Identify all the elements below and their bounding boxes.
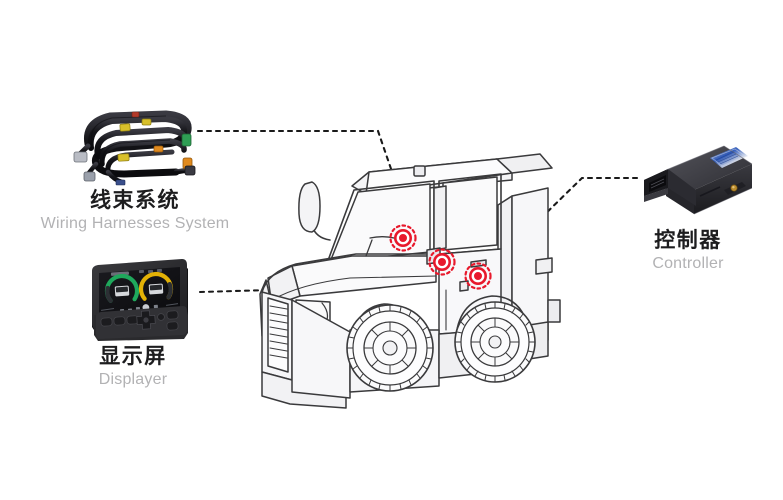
steering-column [365,239,373,257]
displayer-label-cn: 显示屏 [99,345,167,368]
step-plate [438,329,495,379]
front-grille-panel [267,297,289,373]
front-bumper [261,371,347,409]
headlight-lens [321,302,329,330]
hood-side [267,265,301,307]
grille-slats [269,305,288,359]
controller-label-cn: 控制器 [654,229,722,252]
cab-bracket [426,247,441,265]
cab-door-window [442,176,498,251]
side-panel-mid [349,329,440,393]
cab-door-handle [470,259,487,268]
dpad [136,310,156,330]
marker-controller-point [428,248,456,276]
roof-rear-overhang [496,153,553,174]
rear-wheel-arch [455,295,531,337]
hitch-bar [535,257,553,275]
vehicle-rear-panel [511,187,549,353]
hood-outline [261,253,437,293]
hood-front-slope [259,279,273,341]
cab-roof-top [365,158,513,195]
hood-crease [271,275,437,301]
rear-skirt [497,321,549,365]
windshield [329,183,431,263]
headlight [295,299,331,331]
tow-hitch [547,299,561,323]
marker-display-point [464,262,492,290]
gauge-right [138,271,174,301]
chassis-side [291,299,351,399]
gauge-left [104,273,140,303]
cab-door-body [438,248,502,335]
front-wheel-arch [351,303,421,347]
vehicle-rear-body [497,195,513,361]
front-wheel [346,304,434,392]
controller-label: 控制器 Controller [608,230,768,272]
roof-beacon [413,165,426,177]
displayer-photo [84,253,198,341]
harness-connectors [73,111,196,186]
exhaust-stack [433,185,447,251]
display-buttons [100,310,179,331]
displayer-label: 显示屏 Displayer [53,346,213,388]
controller-label-en: Controller [652,255,724,272]
wiring-harness-label: 线束系统 Wiring Harnesses System [35,190,235,232]
windshield-frame [325,180,435,267]
rear-wheel [454,301,536,383]
side-mirror-glass [298,181,321,233]
marker-harness-point [389,224,417,252]
ecu-connector-slot [649,175,666,192]
ecu-front-face [694,164,752,214]
front-face [261,291,293,381]
bumper-lines [299,363,339,377]
connector-displayer [198,288,273,294]
side-mirror-arm [311,205,331,241]
controller-photo [628,140,760,230]
fuel-cap [459,280,469,292]
cab-roof [351,158,513,195]
hood-top [291,255,437,297]
cab-door-frame [438,173,502,255]
wiring-harness-label-en: Wiring Harnesses System [40,215,230,232]
displayer-label-en: Displayer [98,371,168,388]
ecu-label-sticker [710,147,748,168]
steering-wheel [369,236,405,243]
wiring-harness-label-cn: 线束系统 [90,189,180,212]
wiring-harness-photo [58,94,214,186]
